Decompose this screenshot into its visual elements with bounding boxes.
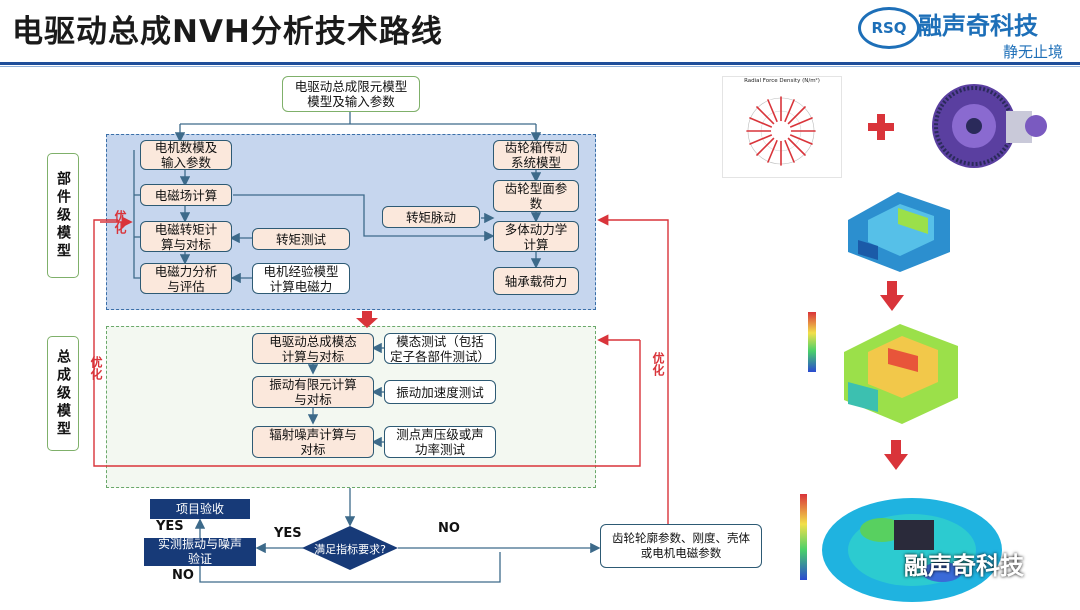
yes-label-verify: YES: [156, 519, 184, 534]
header-divider-thin: [0, 66, 1080, 67]
modal-test-box: 模态测试（包括 定子各部件测试）: [384, 333, 496, 364]
spl-test-box: 测点声压级或声 功率测试: [384, 426, 496, 458]
motor-empirical-box: 电机经验模型 计算电磁力: [252, 263, 350, 294]
project-acceptance-box: 项目验收: [150, 499, 250, 519]
plus-icon: [868, 114, 894, 140]
company-logo: RSQ: [858, 7, 920, 49]
optimize-label-3: 优化: [651, 352, 665, 376]
optimize-label-2: 优化: [89, 356, 103, 380]
optimize-label-1: 优化: [113, 210, 127, 234]
motor-model-box: 电机数模及 输入参数: [140, 140, 232, 170]
down-arrow-icon-1: [880, 281, 904, 311]
em-force-box: 电磁力分析 与评估: [140, 263, 232, 294]
em-torque-box: 电磁转矩计 算与对标: [140, 221, 232, 252]
decision-diamond: [302, 526, 398, 570]
watermark-text: 融声奇科技: [904, 552, 1024, 580]
multibody-box: 多体动力学 计算: [493, 221, 579, 252]
torque-test-box: 转矩测试: [252, 228, 350, 250]
housing-fe-model: [838, 180, 958, 275]
header-divider: [0, 62, 1080, 65]
brand-slogan: 静无止境: [1003, 43, 1064, 61]
top-input-box: 电驱动总成限元模型 模型及输入参数: [282, 76, 420, 112]
params-box: 齿轮轮廓参数、刚度、壳体 或电机电磁参数: [600, 524, 762, 568]
bearing-load-box: 轴承载荷力: [493, 267, 579, 295]
radial-force-plot: Radial Force Density (N/m²): [722, 76, 842, 178]
gearbox-model-box: 齿轮箱传动 系统模型: [493, 140, 579, 170]
brand-name: 融声奇科技: [918, 12, 1038, 40]
vibration-test-box: 振动加速度测试: [384, 380, 496, 404]
torque-ripple-box: 转矩脉动: [382, 206, 480, 228]
radiated-noise-box: 辐射噪声计算与 对标: [252, 426, 374, 458]
no-label-verify: NO: [172, 568, 194, 583]
radiated-noise-field: 融声奇科技: [792, 480, 1080, 606]
page-title: 电驱动总成NVH分析技术路线: [12, 14, 443, 50]
component-level-label: 部件级模型: [47, 153, 79, 278]
measurement-verify-box: 实测振动与噪声 验证: [144, 537, 256, 566]
yes-label-decision: YES: [274, 526, 302, 541]
assembly-level-label: 总成级模型: [47, 336, 79, 451]
gear-profile-box: 齿轮型面参 数: [493, 180, 579, 212]
gearbox-render: [928, 76, 1048, 176]
assembly-modal-box: 电驱动总成模态 计算与对标: [252, 333, 374, 364]
down-arrow-icon-2: [884, 440, 908, 470]
em-field-box: 电磁场计算: [140, 184, 232, 206]
vibration-fe-box: 振动有限元计算 与对标: [252, 376, 374, 408]
decision-text: 满足指标要求?: [314, 543, 386, 556]
radial-plot-title: Radial Force Density (N/m²): [744, 78, 820, 84]
logo-mark: RSQ: [871, 19, 907, 37]
no-label-decision: NO: [438, 521, 460, 536]
vibration-contour-model: [808, 312, 968, 428]
